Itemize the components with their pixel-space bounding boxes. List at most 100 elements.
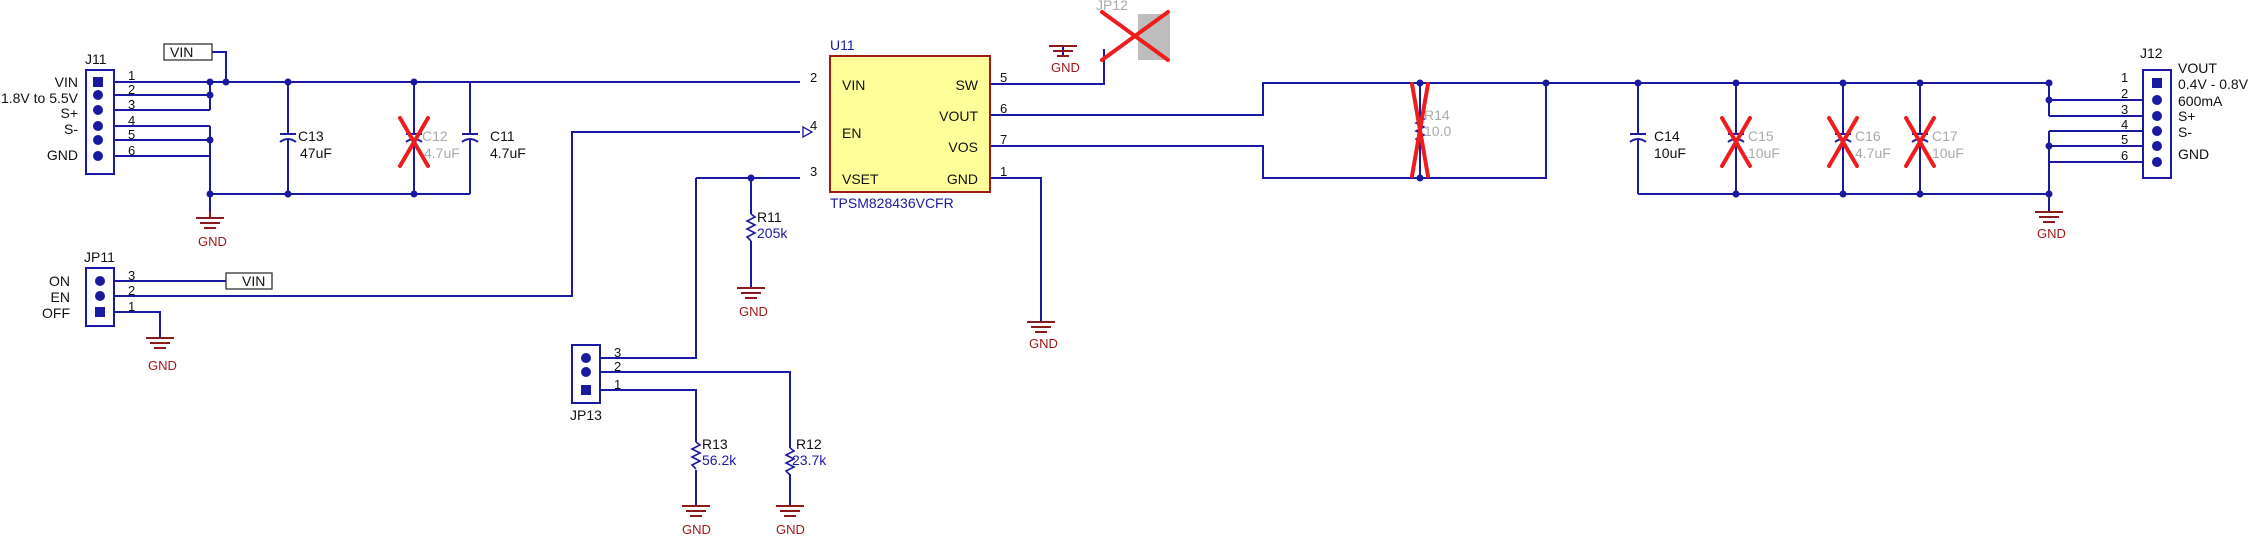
resistor-r11: R11 205k GND bbox=[737, 209, 788, 319]
junctions bbox=[206, 78, 2053, 198]
c13-value: 47uF bbox=[300, 145, 332, 161]
dnp-mark bbox=[1410, 82, 1430, 178]
j11-label: GND bbox=[47, 147, 78, 163]
dnp-mark bbox=[1827, 116, 1859, 168]
svg-text:EN: EN bbox=[842, 125, 861, 141]
svg-text:C16: C16 bbox=[1855, 128, 1881, 144]
svg-text:GND: GND bbox=[776, 522, 805, 537]
svg-text:GND: GND bbox=[198, 234, 227, 249]
svg-text:GND: GND bbox=[682, 522, 711, 537]
c11-value: 4.7uF bbox=[490, 145, 526, 161]
svg-text:GND: GND bbox=[2178, 146, 2209, 162]
resistor-r14-dnp: R14 10.0 bbox=[1410, 82, 1451, 178]
j12-ref: J12 bbox=[2140, 45, 2163, 61]
svg-text:C17: C17 bbox=[1932, 128, 1958, 144]
svg-text:2: 2 bbox=[128, 283, 135, 298]
dnp-mark bbox=[1720, 116, 1752, 168]
capacitor-c12-dnp: C12 4.7uF bbox=[398, 116, 460, 168]
j11-label: VIN bbox=[55, 74, 78, 90]
svg-text:VOS: VOS bbox=[948, 139, 978, 155]
svg-text:VIN: VIN bbox=[242, 273, 265, 289]
jp11-ref: JP11 bbox=[84, 249, 115, 265]
resistor-r12: R12 23.7k GND bbox=[776, 436, 827, 537]
svg-text:5: 5 bbox=[1000, 70, 1007, 85]
svg-text:1: 1 bbox=[128, 299, 135, 314]
svg-text:VSET: VSET bbox=[842, 171, 879, 187]
svg-text:4.7uF: 4.7uF bbox=[1855, 145, 1891, 161]
svg-text:10uF: 10uF bbox=[1932, 145, 1964, 161]
svg-text:10uF: 10uF bbox=[1654, 145, 1686, 161]
svg-text:S+: S+ bbox=[2178, 108, 2196, 124]
svg-text:R12: R12 bbox=[796, 436, 822, 452]
u11-part: TPSM828436VCFR bbox=[830, 195, 954, 211]
svg-text:SW: SW bbox=[955, 77, 978, 93]
svg-text:R11: R11 bbox=[757, 209, 782, 225]
ground-symbol: GND bbox=[196, 212, 227, 249]
jumper-jp11: JP11 3 2 1 ON EN OFF bbox=[42, 249, 135, 327]
svg-text:GND: GND bbox=[148, 358, 177, 373]
j11-pin-num: 1 bbox=[128, 68, 135, 83]
svg-text:2: 2 bbox=[614, 359, 621, 374]
svg-text:1: 1 bbox=[1000, 164, 1007, 179]
capacitor-c16-dnp: C16 4.7uF bbox=[1827, 116, 1891, 168]
svg-text:3: 3 bbox=[810, 164, 817, 179]
svg-text:GND: GND bbox=[947, 171, 978, 187]
svg-text:6: 6 bbox=[2121, 148, 2128, 163]
capacitor-c15-dnp: C15 10uF bbox=[1720, 116, 1780, 168]
svg-text:GND: GND bbox=[1029, 336, 1058, 351]
c11-ref: C11 bbox=[490, 128, 515, 144]
svg-text:7: 7 bbox=[1000, 132, 1007, 147]
c13-ref: C13 bbox=[298, 128, 324, 144]
svg-text:R14: R14 bbox=[1424, 107, 1450, 123]
svg-text:1: 1 bbox=[614, 377, 621, 392]
ground-symbol: GND bbox=[2035, 211, 2066, 241]
wires bbox=[97, 46, 2150, 506]
capacitor-c14: C14 10uF bbox=[1629, 128, 1686, 161]
svg-text:1: 1 bbox=[2121, 70, 2128, 85]
net-label-vin-jp11: VIN bbox=[225, 272, 273, 290]
dnp-mark bbox=[1100, 10, 1170, 62]
ground-symbol: GND bbox=[146, 337, 177, 373]
svg-text:VOUT: VOUT bbox=[2178, 60, 2217, 76]
j11-label: S- bbox=[64, 121, 78, 137]
capacitor-c13: C13 47uF bbox=[279, 128, 332, 161]
svg-text:VIN: VIN bbox=[170, 44, 193, 60]
connector-j12: J12 1 2 3 4 5 6 VOUT 0.4V - 0.8V 600mA S… bbox=[2121, 45, 2248, 179]
svg-text:3: 3 bbox=[2121, 102, 2128, 117]
capacitor-c17-dnp: C17 10uF bbox=[1904, 116, 1964, 168]
j11-pin-num: 2 bbox=[128, 82, 135, 97]
svg-text:GND: GND bbox=[2037, 226, 2066, 241]
net-label-vin-top: VIN bbox=[163, 43, 213, 61]
svg-text:VIN: VIN bbox=[842, 77, 865, 93]
svg-text:2: 2 bbox=[810, 70, 817, 85]
svg-text:ON: ON bbox=[49, 273, 70, 289]
svg-text:600mA: 600mA bbox=[2178, 93, 2223, 109]
resistor-r13: R13 56.2k GND bbox=[682, 436, 737, 537]
svg-text:23.7k: 23.7k bbox=[792, 452, 827, 468]
svg-text:VOUT: VOUT bbox=[939, 108, 978, 124]
svg-text:GND: GND bbox=[1051, 60, 1080, 75]
j11-label: S+ bbox=[60, 105, 78, 121]
svg-text:2: 2 bbox=[2121, 86, 2128, 101]
svg-text:C15: C15 bbox=[1748, 128, 1774, 144]
svg-text:4: 4 bbox=[810, 118, 817, 133]
c12-ref: C12 bbox=[422, 128, 448, 144]
jp13-ref: JP13 bbox=[570, 407, 602, 423]
jumper-jp13: 3 2 1 JP13 bbox=[570, 344, 621, 423]
svg-text:3: 3 bbox=[614, 345, 621, 360]
jumper-jp12-dnp: JP12 GND bbox=[1049, 0, 1170, 75]
svg-text:6: 6 bbox=[1000, 101, 1007, 116]
u11-ref: U11 bbox=[830, 37, 855, 53]
svg-text:C14: C14 bbox=[1654, 128, 1680, 144]
svg-text:EN: EN bbox=[51, 289, 70, 305]
j11-pin-num: 3 bbox=[128, 97, 135, 112]
svg-text:GND: GND bbox=[739, 304, 768, 319]
svg-text:OFF: OFF bbox=[42, 305, 70, 321]
j11-pin-num: 5 bbox=[128, 127, 135, 142]
svg-text:4: 4 bbox=[2121, 117, 2128, 132]
j11-label: 1.8V to 5.5V bbox=[1, 90, 79, 106]
j11-pin-num: 4 bbox=[128, 113, 135, 128]
svg-text:5: 5 bbox=[2121, 132, 2128, 147]
c12-value: 4.7uF bbox=[424, 145, 460, 161]
